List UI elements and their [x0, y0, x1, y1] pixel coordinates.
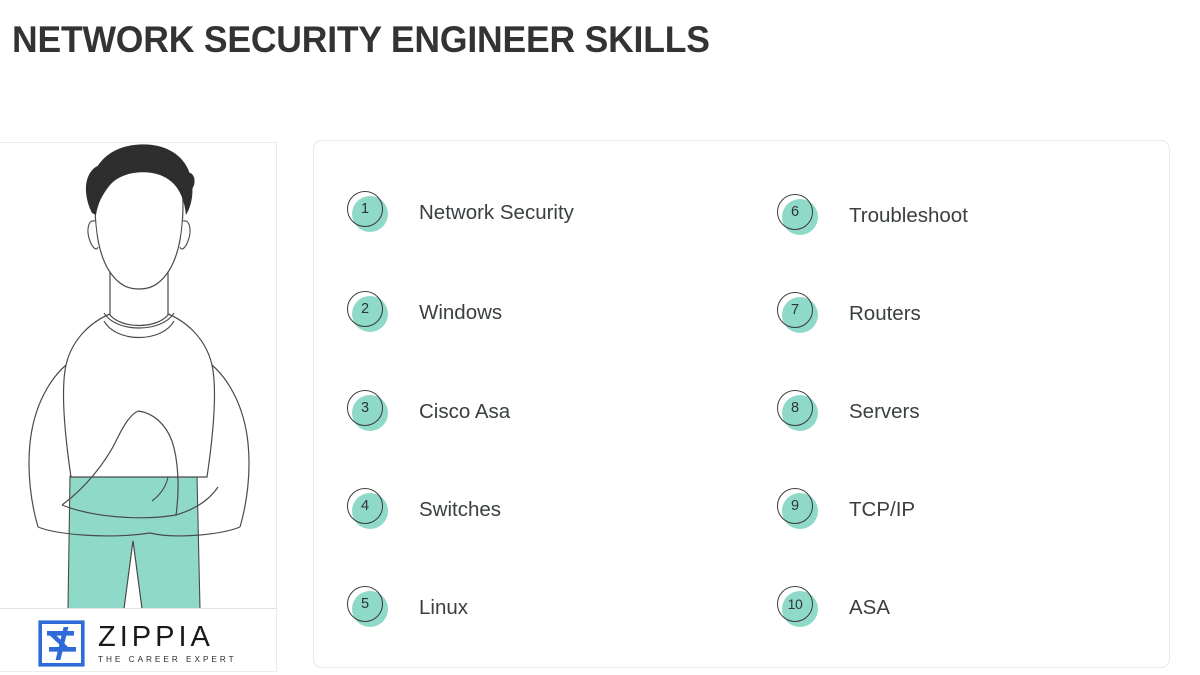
badge-ring-icon: 2 — [347, 291, 383, 327]
skills-grid: 1 Network Security 2 Windows — [314, 141, 1169, 667]
person-illustration — [28, 144, 250, 609]
skill-label-6: Troubleshoot — [849, 204, 968, 227]
skill-label-9: TCP/IP — [849, 498, 916, 521]
skill-item-8[interactable]: 8 Servers — [777, 390, 920, 434]
rank-badge-6: 6 — [777, 194, 821, 238]
rank-badge-9: 9 — [777, 488, 821, 532]
skill-item-5[interactable]: 5 Linux — [347, 586, 468, 630]
rank-number-1: 1 — [360, 200, 370, 217]
rank-badge-5: 5 — [347, 586, 391, 630]
zippia-z-logo-icon — [38, 620, 85, 667]
rank-number-5: 5 — [360, 595, 370, 612]
skill-item-3[interactable]: 3 Cisco Asa — [347, 390, 510, 434]
rank-badge-10: 10 — [777, 586, 821, 630]
rank-badge-3: 3 — [347, 390, 391, 434]
badge-ring-icon: 5 — [347, 586, 383, 622]
rank-badge-8: 8 — [777, 390, 821, 434]
rank-number-2: 2 — [360, 300, 370, 317]
zippia-tagline: THE CAREER EXPERT — [98, 654, 237, 664]
rank-number-9: 9 — [790, 497, 800, 514]
badge-ring-icon: 1 — [347, 191, 383, 227]
rank-number-10: 10 — [787, 596, 803, 612]
skill-item-6[interactable]: 6 Troubleshoot — [777, 194, 968, 238]
skill-label-1: Network Security — [419, 201, 574, 224]
skill-item-10[interactable]: 10 ASA — [777, 586, 890, 630]
badge-ring-icon: 9 — [777, 488, 813, 524]
badge-ring-icon: 3 — [347, 390, 383, 426]
skill-label-10: ASA — [849, 596, 891, 619]
skill-label-8: Servers — [849, 400, 920, 423]
skill-label-4: Switches — [419, 498, 502, 521]
skill-item-1[interactable]: 1 Network Security — [347, 191, 574, 235]
rank-badge-2: 2 — [347, 291, 391, 335]
skill-label-2: Windows — [419, 301, 503, 324]
skill-item-4[interactable]: 4 Switches — [347, 488, 501, 532]
skill-label-3: Cisco Asa — [419, 400, 511, 423]
skill-item-7[interactable]: 7 Routers — [777, 292, 921, 336]
page-title: NETWORK SECURITY ENGINEER SKILLS — [12, 19, 710, 60]
rank-badge-4: 4 — [347, 488, 391, 532]
badge-ring-icon: 4 — [347, 488, 383, 524]
badge-ring-icon: 10 — [777, 586, 813, 622]
rank-number-7: 7 — [790, 301, 800, 318]
skills-panel: 1 Network Security 2 Windows — [313, 140, 1170, 668]
zippia-name: ZIPPIA — [98, 620, 214, 653]
badge-ring-icon: 8 — [777, 390, 813, 426]
illustration-panel: ZIPPIA THE CAREER EXPERT — [0, 142, 277, 672]
skill-label-5: Linux — [419, 596, 469, 619]
zippia-logo[interactable]: ZIPPIA THE CAREER EXPERT — [38, 620, 237, 667]
badge-ring-icon: 6 — [777, 194, 813, 230]
illustration-divider — [0, 608, 276, 609]
rank-number-3: 3 — [360, 399, 370, 416]
zippia-wordmark: ZIPPIA THE CAREER EXPERT — [98, 622, 237, 666]
skill-label-7: Routers — [849, 302, 921, 325]
rank-badge-7: 7 — [777, 292, 821, 336]
rank-badge-1: 1 — [347, 191, 391, 235]
skill-item-9[interactable]: 9 TCP/IP — [777, 488, 915, 532]
rank-number-8: 8 — [790, 399, 800, 416]
skill-item-2[interactable]: 2 Windows — [347, 291, 502, 335]
rank-number-4: 4 — [360, 497, 370, 514]
badge-ring-icon: 7 — [777, 292, 813, 328]
rank-number-6: 6 — [790, 203, 800, 220]
